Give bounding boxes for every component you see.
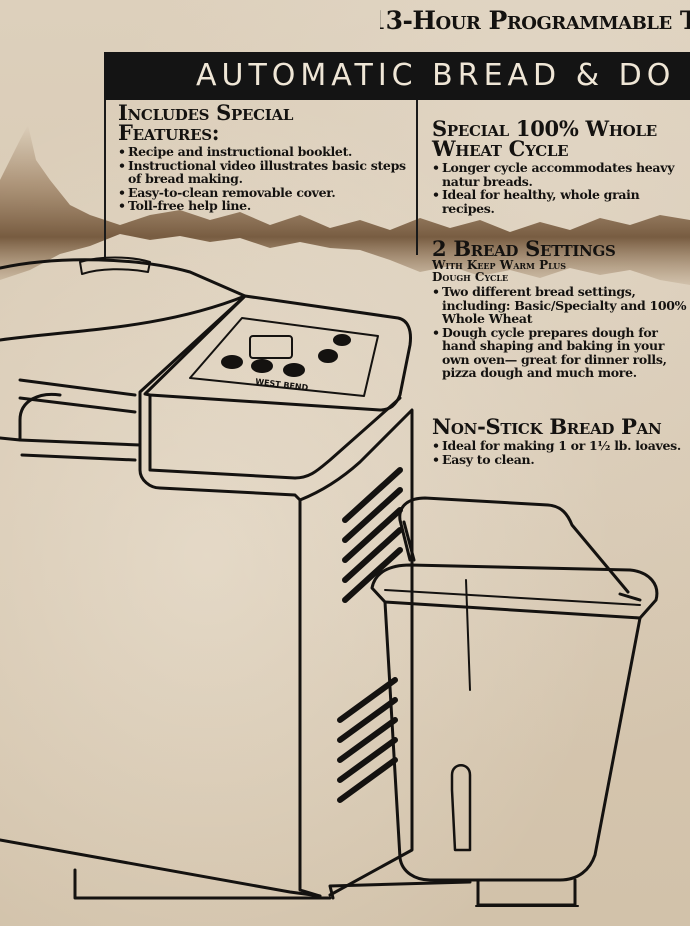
bread-pan-handle <box>398 496 630 594</box>
feature-subtitle-line2: Dough Cycle <box>432 270 509 284</box>
list-item: Toll-free help line. <box>118 199 408 213</box>
brand-label: WEST BEND <box>255 377 309 392</box>
control-button <box>221 355 243 369</box>
feature-includes-special: Includes Special Features: Recipe and in… <box>118 100 408 213</box>
control-button <box>333 334 351 346</box>
feature-title-line2: Wheat Cycle <box>432 136 569 161</box>
feature-title: Non-Stick Bread Pan <box>432 414 662 439</box>
control-panel <box>143 294 412 412</box>
list-item: Recipe and instructional booklet. <box>118 145 408 159</box>
list-item: Ideal for making 1 or 1½ lb. loaves. <box>432 439 690 453</box>
list-item: Dough cycle prepares dough for hand shap… <box>432 325 690 380</box>
list-item: Two different bread settings, including:… <box>432 285 690 326</box>
feature-title: Special 100% Whole Wheat Cycle <box>432 116 690 161</box>
feature-subtitle-line1: With Keep Warm Plus <box>432 258 567 272</box>
bread-pan-rim <box>370 563 659 620</box>
panel-divider <box>416 100 418 255</box>
panel-left-border <box>104 100 106 260</box>
control-display <box>249 335 293 359</box>
feature-whole-wheat-cycle: Special 100% Whole Wheat Cycle Longer cy… <box>432 116 690 215</box>
list-item: Easy-to-clean removable cover. <box>118 185 408 200</box>
feature-bread-settings: 2 Bread Settings With Keep Warm Plus Dou… <box>432 236 690 380</box>
bread-pan-foot <box>476 878 577 907</box>
feature-list: Ideal for making 1 or 1½ lb. loaves. Eas… <box>432 439 690 466</box>
control-button <box>283 363 305 377</box>
feature-title-line1: Special 100% Whole <box>432 116 657 141</box>
control-button <box>251 359 273 373</box>
list-item: Longer cycle accommodates heavy natur br… <box>432 161 690 188</box>
lid-vent <box>79 256 151 275</box>
feature-non-stick-pan: Non-Stick Bread Pan Ideal for making 1 o… <box>432 414 690 466</box>
feature-title-line2: Features: <box>118 120 220 145</box>
feature-title-line1: Includes Special <box>118 100 294 125</box>
side-vents <box>337 467 403 803</box>
feature-list: Longer cycle accommodates heavy natur br… <box>432 161 690 215</box>
list-item: Ideal for healthy, whole grain recipes. <box>432 188 690 215</box>
bread-pan-slot <box>450 764 472 852</box>
banner-programmable-text: 13-Hour Programmable T <box>380 6 690 35</box>
bread-machine-lid <box>0 258 247 447</box>
list-item: Instructional video illustrates basic st… <box>118 158 408 186</box>
top-banner: 13-Hour Programmable T <box>380 0 690 40</box>
feature-title: Includes Special Features: <box>118 100 408 145</box>
feature-list: Recipe and instructional booklet. Instru… <box>118 145 408 213</box>
water-stain <box>0 125 690 285</box>
list-item: Easy to clean. <box>432 452 690 467</box>
bread-machine-body <box>138 443 322 898</box>
control-button <box>318 349 338 363</box>
feature-title: 2 Bread Settings <box>432 236 616 261</box>
feature-list: Two different bread settings, including:… <box>432 285 690 380</box>
header-bar: AUTOMATIC BREAD & DO <box>104 52 690 100</box>
